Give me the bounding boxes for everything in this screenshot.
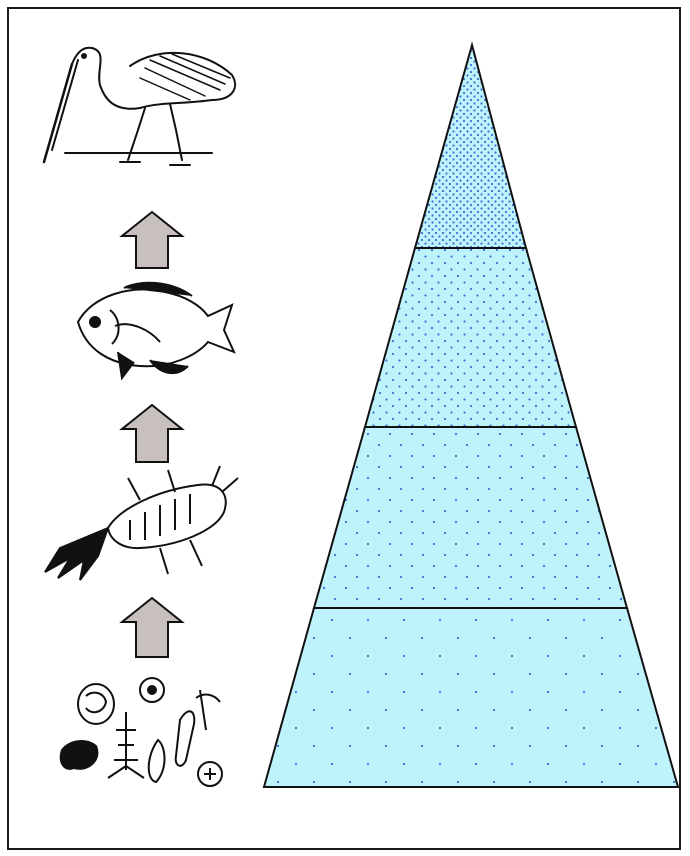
up-arrow-icon <box>122 405 182 462</box>
pyramid-level-4 <box>415 45 526 248</box>
pyramid-level-2 <box>314 427 627 608</box>
up-arrow-icon <box>122 212 182 268</box>
plankton-icon <box>61 678 222 786</box>
heron-icon <box>44 48 235 165</box>
up-arrow-icon <box>122 598 182 657</box>
insect-larva-icon <box>45 466 238 580</box>
pyramid-level-1 <box>264 608 678 787</box>
energy-pyramid <box>264 45 678 787</box>
fish-icon <box>78 283 234 378</box>
pyramid-level-3 <box>365 248 576 427</box>
